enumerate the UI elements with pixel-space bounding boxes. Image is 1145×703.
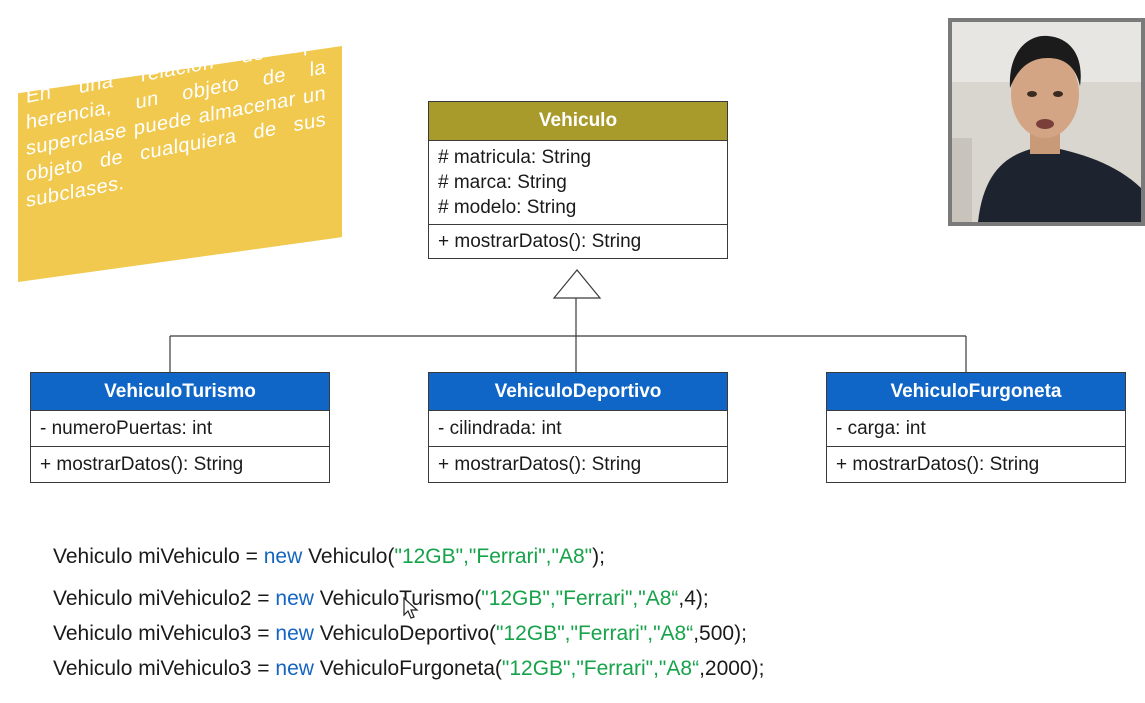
code-rest: ,500); [693,622,747,645]
method: + mostrarDatos(): String [836,454,1040,475]
class-box-vehiculo-deportivo: VehiculoDeportivo - cilindrada: int + mo… [428,372,728,483]
code-line-1: Vehiculo miVehiculo = new Vehiculo("12GB… [53,545,605,569]
code-string-args: "12GB","Ferrari","A8“ [496,622,694,645]
code-keyword-new: new [263,545,303,568]
code-keyword-new: new [275,657,314,680]
code-string-args: "12GB","Ferrari","A8“ [481,587,679,610]
class-box-vehiculo: Vehiculo # matricula: String # marca: St… [428,101,728,259]
methods-section: + mostrarDatos(): String [429,447,727,482]
code-line-2: Vehiculo miVehiculo2 = new VehiculoTuris… [53,587,709,611]
presenter-webcam [948,18,1145,226]
methods-section: + mostrarDatos(): String [31,447,329,482]
code-declaration: Vehiculo miVehiculo3 = [53,622,276,645]
attribute: # marca: String [438,172,567,193]
attribute: - numeroPuertas: int [40,418,213,439]
code-line-4: Vehiculo miVehiculo3 = new VehiculoFurgo… [53,657,764,681]
code-constructor: VehiculoFurgoneta( [313,657,502,680]
code-constructor: VehiculoTurismo( [313,587,482,610]
class-box-vehiculo-turismo: VehiculoTurismo - numeroPuertas: int + m… [30,372,330,483]
class-name: VehiculoFurgoneta [827,373,1125,411]
attribute: # matricula: String [438,147,592,168]
class-name: Vehiculo [429,102,727,141]
class-name: VehiculoDeportivo [429,373,727,411]
code-constructor: Vehiculo( [302,545,395,568]
class-name: VehiculoTurismo [31,373,329,411]
attribute: - cilindrada: int [438,418,562,439]
code-line-3: Vehiculo miVehiculo3 = new VehiculoDepor… [53,622,747,646]
mouse-pointer-icon [403,597,419,619]
attribute: - carga: int [836,418,926,439]
class-box-vehiculo-furgoneta: VehiculoFurgoneta - carga: int + mostrar… [826,372,1126,483]
code-keyword-new: new [275,587,314,610]
code-declaration: Vehiculo miVehiculo3 = [53,657,276,680]
method: + mostrarDatos(): String [438,454,642,475]
code-string-args: "12GB","Ferrari","A8“ [501,657,700,680]
note-panel [18,46,342,282]
code-keyword-new: new [275,622,314,645]
code-constructor: VehiculoDeportivo( [313,622,497,645]
attributes-section: # matricula: String # marca: String # mo… [429,141,727,225]
method: + mostrarDatos(): String [40,454,244,475]
code-rest: ,2000); [699,657,765,680]
attribute: # modelo: String [438,197,577,218]
code-declaration: Vehiculo miVehiculo = [53,545,264,568]
methods-section: + mostrarDatos(): String [429,225,727,258]
code-string-args: "12GB","Ferrari","A8" [394,545,593,568]
methods-section: + mostrarDatos(): String [827,447,1125,482]
attributes-section: - cilindrada: int [429,411,727,447]
inheritance-arrowhead [552,269,602,299]
code-rest: ,4); [678,587,709,610]
method: + mostrarDatos(): String [438,231,642,252]
attributes-section: - numeroPuertas: int [31,411,329,447]
code-rest: ); [592,545,605,568]
code-declaration: Vehiculo miVehiculo2 = [53,587,276,610]
attributes-section: - carga: int [827,411,1125,447]
